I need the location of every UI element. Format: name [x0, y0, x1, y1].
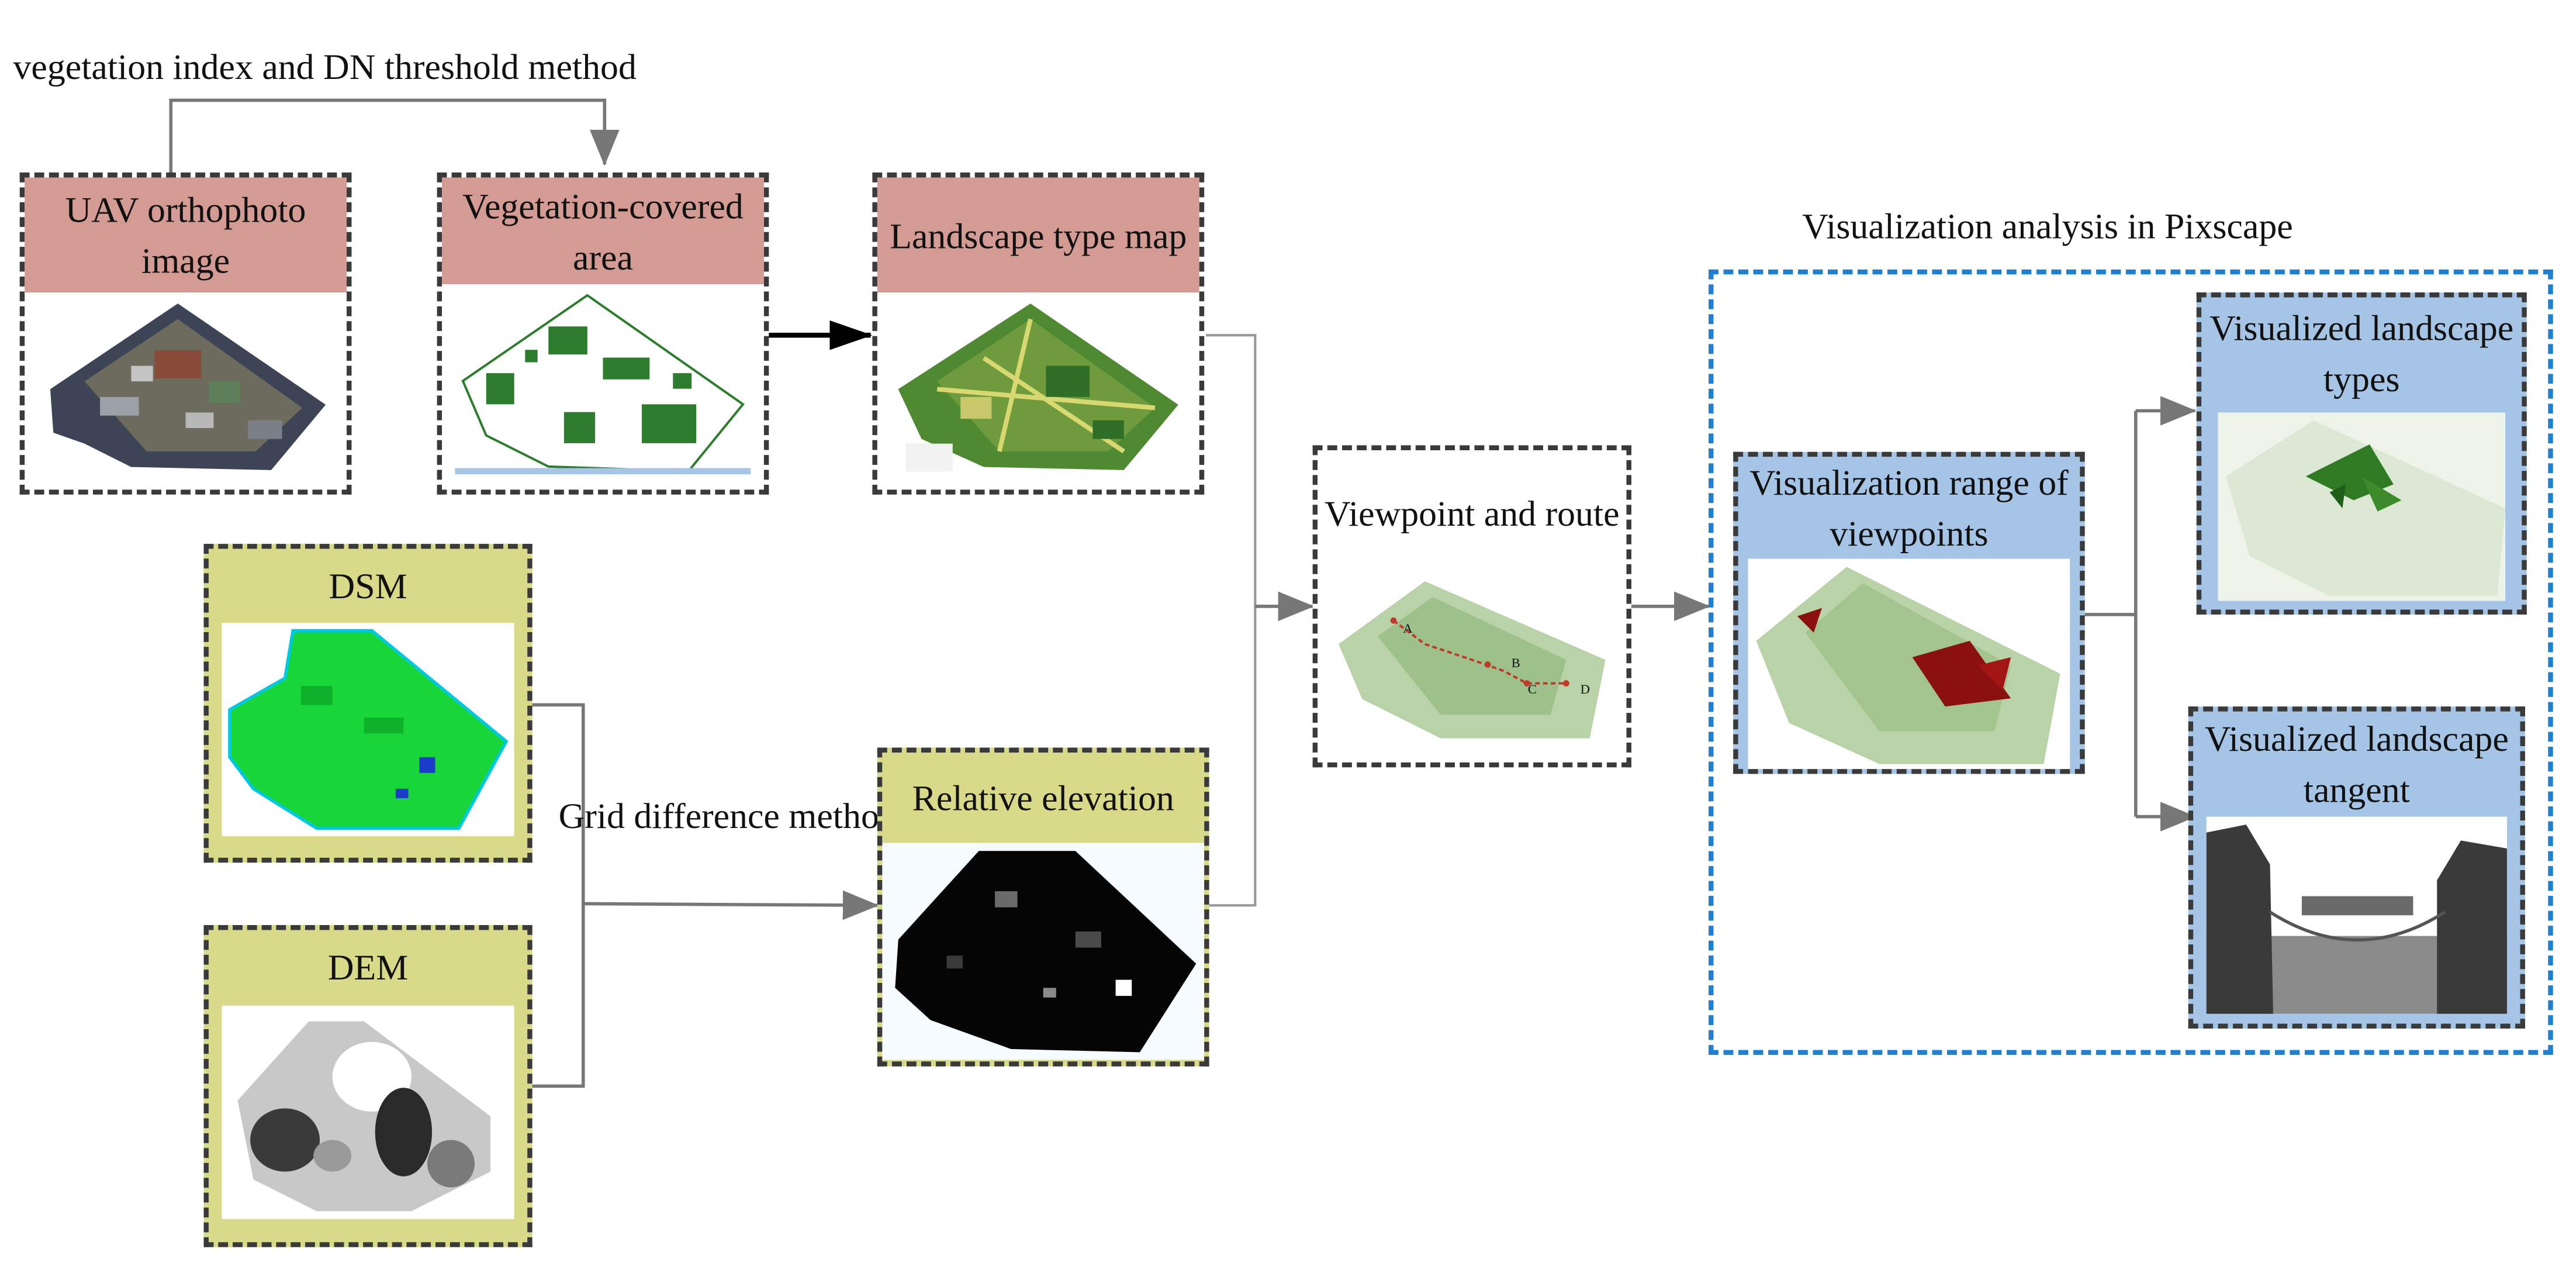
- to-relative-elevation-arrow: [583, 890, 879, 920]
- node-title: Visualized landscape types: [2201, 297, 2522, 409]
- vegetation-map-image: [455, 294, 751, 475]
- landscape-type-node[interactable]: Landscape type map: [872, 172, 1205, 495]
- orthophoto-image: [50, 303, 326, 470]
- node-title: DEM: [208, 930, 528, 1003]
- uav-orthophoto-node[interactable]: UAV orthophoto image: [19, 172, 352, 495]
- visualization-range-image: [1748, 558, 2070, 770]
- route-marker-c: C: [1527, 682, 1537, 697]
- route-marker-b: B: [1511, 655, 1520, 671]
- node-title: DSM: [208, 548, 528, 622]
- visualized-types-node[interactable]: Visualized landscape types: [2196, 292, 2527, 615]
- node-title: Viewpoint and route: [1318, 460, 1627, 567]
- node-title: UAV orthophoto image: [25, 177, 347, 293]
- node-title: Visualized landscape tangent: [2193, 711, 2520, 817]
- vegetation-index-label: vegetation index and DN threshold method: [13, 46, 637, 87]
- node-title: Visualization range of viewpoints: [1738, 457, 2080, 559]
- viewpoint-route-node[interactable]: Viewpoint and route A B C D: [1312, 445, 1631, 768]
- dsm-dem-bracket: [529, 703, 585, 1088]
- feedback-connector: [169, 98, 620, 173]
- dem-node[interactable]: DEM: [203, 925, 533, 1247]
- landscape-merge-connector: [1205, 334, 1257, 907]
- relative-elevation-node[interactable]: Relative elevation: [877, 747, 1209, 1067]
- node-title: Vegetation-covered area: [442, 177, 764, 285]
- grid-difference-label: Grid difference method: [558, 795, 897, 837]
- vegetation-covered-node[interactable]: Vegetation-covered area: [437, 172, 769, 495]
- node-title: Landscape type map: [877, 177, 1199, 293]
- landscape-map-image: [898, 303, 1178, 472]
- relative-elevation-image: [882, 843, 1205, 1061]
- pixscape-region-title: Visualization analysis in Pixscape: [1802, 205, 2293, 247]
- viewpoint-map-image: [1339, 581, 1606, 739]
- node-title: Relative elevation: [882, 752, 1205, 843]
- pixscape-region: [1709, 269, 2553, 1055]
- route-marker-d: D: [1580, 682, 1590, 697]
- dsm-node[interactable]: DSM: [203, 544, 533, 863]
- visualization-range-node[interactable]: Visualization range of viewpoints: [1733, 451, 2085, 774]
- route-marker-a: A: [1403, 621, 1413, 636]
- dem-image: [222, 1005, 514, 1219]
- visualized-tangent-image: [2206, 816, 2507, 1014]
- dsm-image: [222, 622, 514, 836]
- visualized-types-image: [2218, 412, 2506, 601]
- visualized-tangent-node[interactable]: Visualized landscape tangent: [2188, 706, 2525, 1029]
